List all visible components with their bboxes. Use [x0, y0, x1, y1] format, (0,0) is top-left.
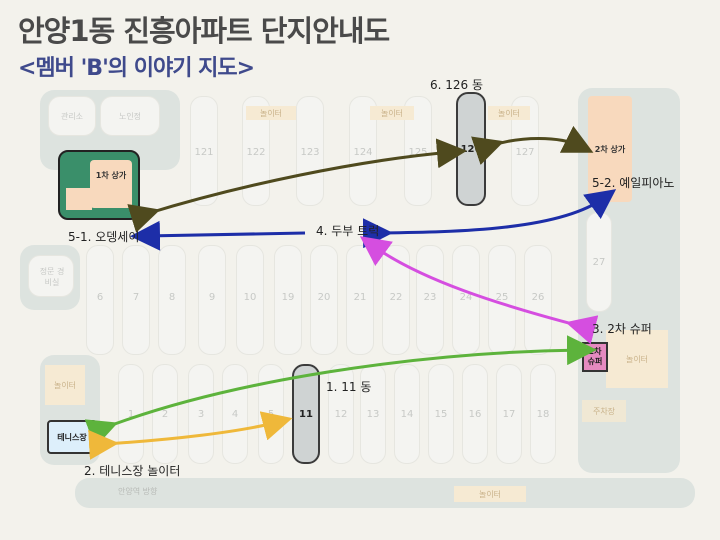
annotation-2: 2. 테니스장 놀이터	[84, 464, 181, 478]
annotation-4: 4. 두부 트럭	[316, 224, 380, 238]
annotation-5-2: 5-2. 예일피아노	[592, 176, 675, 190]
route-126-to-store2	[471, 125, 594, 165]
building-number: 20	[317, 292, 331, 303]
playground-left: 놀이터	[45, 365, 85, 405]
route-super-to-tofu	[359, 236, 599, 345]
building-number: 7	[132, 292, 140, 303]
route-tofu-to-piano	[362, 189, 617, 249]
route-tennis-to-5	[88, 411, 293, 460]
ground-bottom-road	[75, 478, 695, 508]
annotation-5-1: 5-1. 오뎅세이	[68, 230, 140, 244]
page-subtitle: <멤버 'B'의 이야기 지도>	[18, 56, 255, 81]
page-title: 안양1동 진흥아파트 단지안내도	[18, 14, 390, 48]
senior-center: 노인정	[100, 96, 160, 136]
building-number: 6	[96, 292, 104, 303]
playground-bottom: 놀이터	[454, 486, 526, 502]
playground-top-1: 놀이터	[246, 106, 296, 120]
playground-top-3: 놀이터	[488, 106, 530, 120]
gate-guard: 정문 경비실	[28, 255, 74, 297]
building-number: 19	[281, 292, 295, 303]
annotation-6: 6. 126 동	[430, 78, 484, 92]
route-11-to-super	[84, 335, 597, 448]
building-number: 9	[208, 292, 216, 303]
annotation-3: 3. 2차 슈퍼	[592, 322, 652, 336]
route-tofu-to-odeng	[130, 220, 306, 251]
route-store1-to-126	[127, 138, 467, 233]
annotation-1: 1. 11 동	[326, 380, 372, 394]
playground-right: 놀이터	[606, 330, 668, 388]
playground-top-2: 놀이터	[370, 106, 414, 120]
store-1-label: 1차 상가	[90, 160, 132, 208]
building-number: 8	[168, 292, 176, 303]
store-2-building: 2차 상가	[588, 96, 632, 202]
building-number: 10	[243, 292, 257, 303]
walkway-label: 안양역 방향	[118, 487, 158, 496]
store-1-corner	[66, 188, 92, 210]
management-office: 관리소	[48, 96, 96, 136]
